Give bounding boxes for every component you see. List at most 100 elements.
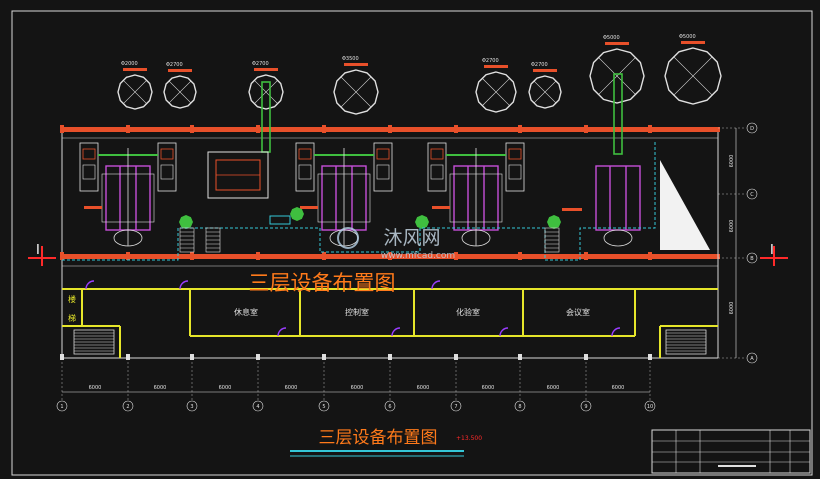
row-dimension-label: 6000 xyxy=(729,155,735,168)
green-marker xyxy=(179,215,193,229)
pump-body xyxy=(160,164,174,180)
column-bottom xyxy=(388,354,392,360)
tank-dimension-label: Φ2700 xyxy=(166,62,183,68)
pump-body xyxy=(508,164,522,180)
column-mid xyxy=(126,252,130,260)
tank-dim-bar xyxy=(344,63,368,66)
section-mark-left: I xyxy=(28,243,56,266)
column-axis-bubble xyxy=(384,400,396,412)
pump-frame xyxy=(373,142,393,192)
tank-cross xyxy=(533,80,557,104)
pump-motor xyxy=(298,148,312,160)
column-top xyxy=(126,125,130,133)
tank-cross xyxy=(253,79,279,105)
column-bottom xyxy=(454,354,458,360)
door-swing xyxy=(277,327,287,337)
white-triangle xyxy=(660,160,710,250)
pump-body xyxy=(376,164,390,180)
row-axis-bubble xyxy=(746,252,758,264)
column-axis-label: 7 xyxy=(454,404,457,410)
stair-label-1: 楼 xyxy=(68,294,76,304)
green-marker xyxy=(415,215,429,229)
stair-left xyxy=(73,329,115,355)
column-bottom xyxy=(584,354,588,360)
column-bottom xyxy=(190,354,194,360)
watermark-url: www.mfcad.com xyxy=(381,251,455,261)
pump-body xyxy=(430,164,444,180)
column-dimension-label: 6000 xyxy=(351,385,364,391)
column-axis-bubble xyxy=(450,400,462,412)
tank-cross xyxy=(597,56,637,96)
row-axis-label: C xyxy=(750,192,754,198)
tank-dimension-label: Φ2700 xyxy=(252,61,269,67)
door-swing xyxy=(431,280,441,290)
column-dimension-label: 6000 xyxy=(547,385,560,391)
column-top xyxy=(584,125,588,133)
pump-motor xyxy=(508,148,522,160)
row-axis-bubble xyxy=(746,188,758,200)
tank-dim-bar xyxy=(254,68,278,71)
column-top xyxy=(648,125,652,133)
room-label-rest: 休息室 xyxy=(234,307,258,317)
roof-tank: Φ5000 xyxy=(589,35,645,104)
watermark-text: 沐风网 xyxy=(383,227,440,249)
row-axis-bubble xyxy=(746,352,758,364)
pump-body xyxy=(298,164,312,180)
cyan-walkway xyxy=(62,140,656,261)
tank-cross xyxy=(481,77,511,107)
section-mark-right: I xyxy=(760,243,788,266)
process-unit xyxy=(295,142,393,247)
tank-dimension-label: Φ3500 xyxy=(342,56,359,62)
column-axis-label: 10 xyxy=(647,404,653,410)
process-unit xyxy=(79,142,177,247)
roof-tank: Φ2700 xyxy=(475,58,517,113)
tank-dimension-label: Φ2700 xyxy=(531,62,548,68)
column-bottom xyxy=(256,354,260,360)
tag-bar xyxy=(84,206,102,209)
overlay-title: 三层设备布置图 xyxy=(249,271,396,295)
column-dimension-label: 6000 xyxy=(154,385,167,391)
vessel-base xyxy=(461,229,491,247)
process-unit xyxy=(427,142,525,247)
green-column xyxy=(261,81,271,153)
column-bottom xyxy=(518,354,522,360)
tank-outline xyxy=(475,71,517,113)
column-mid xyxy=(388,252,392,260)
column-dimension-label: 6000 xyxy=(285,385,298,391)
process-unit-column xyxy=(562,73,710,250)
tank-dimension-label: Φ2000 xyxy=(121,61,138,67)
pump-motor xyxy=(160,148,174,160)
door-swing xyxy=(85,280,95,290)
tank-dim-bar xyxy=(533,69,557,72)
stair-label-2: 梯 xyxy=(68,313,76,323)
door-swing xyxy=(391,327,401,337)
column-axis-label: 5 xyxy=(322,404,325,410)
column-dimension-label: 6000 xyxy=(89,385,102,391)
vessel-base xyxy=(603,229,633,247)
watermark: 沐风网 www.mfcad.com xyxy=(337,227,455,261)
pump-body xyxy=(82,164,96,180)
tank-dimension-label: Φ5000 xyxy=(679,34,696,40)
small-stair xyxy=(179,227,195,253)
tank-outline xyxy=(248,74,284,110)
column-mid xyxy=(648,252,652,260)
green-marker xyxy=(547,215,561,229)
column-top xyxy=(190,125,194,133)
column-dimension-label: 6000 xyxy=(482,385,495,391)
column-axis-bubble xyxy=(514,400,526,412)
column-axis-label: 9 xyxy=(584,404,587,410)
column-axis-label: 4 xyxy=(256,404,259,410)
tank-cross xyxy=(168,80,192,104)
tank-outline xyxy=(117,74,153,110)
tag-bar xyxy=(432,206,450,209)
row-dimension-label: 6000 xyxy=(729,220,735,233)
column-axis-label: 2 xyxy=(126,404,129,410)
column-axis-bubble xyxy=(186,400,198,412)
column-axis-bubble xyxy=(122,400,134,412)
tank-dimension-label: Φ5000 xyxy=(603,35,620,41)
green-marker xyxy=(290,207,304,221)
tank-dim-bar xyxy=(168,69,192,72)
column-axis-bubble xyxy=(252,400,264,412)
column-top xyxy=(388,125,392,133)
pump-frame xyxy=(505,142,525,192)
